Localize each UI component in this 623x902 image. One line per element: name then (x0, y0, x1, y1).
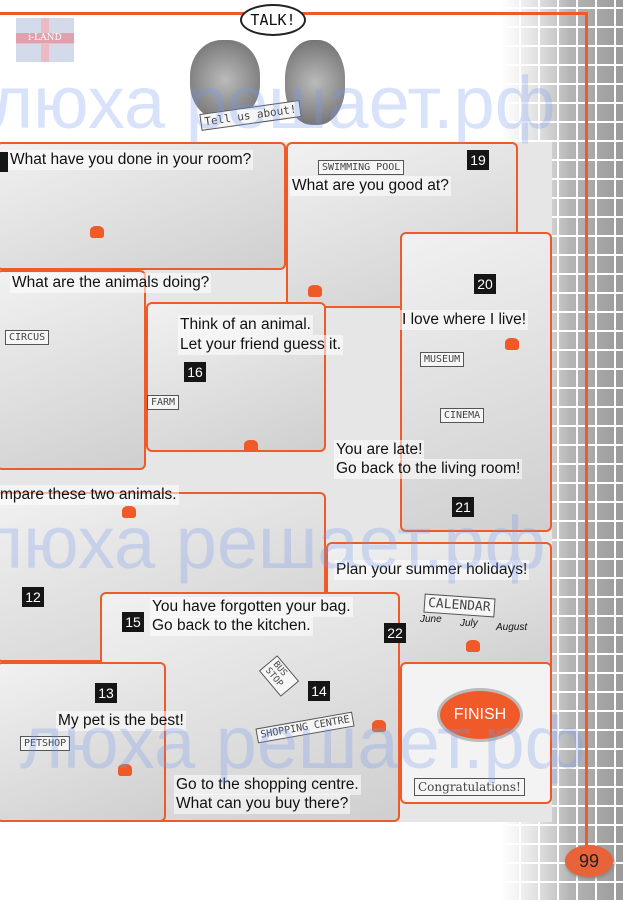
orange-animal-icon (308, 285, 322, 297)
square-22-text: Plan your summer holidays! (334, 560, 530, 580)
orange-animal-icon (122, 506, 136, 518)
talk-sign: TALK! (240, 4, 306, 36)
square-15-line1: You have forgotten your bag. (150, 597, 353, 617)
square-number: 19 (467, 150, 489, 170)
square-19-text: What are you good at? (290, 176, 451, 196)
i-land-logo: i-LAND (16, 18, 74, 62)
orange-animal-icon (372, 720, 386, 732)
square-13-text: My pet is the best! (56, 711, 186, 731)
square-14-line2: What can you buy there? (174, 794, 351, 814)
square-compare-text: mpare these two animals. (0, 485, 179, 505)
calendar-august: August (496, 622, 528, 633)
square-16-line2: Let your friend guess it. (178, 335, 344, 355)
calendar-june: June (420, 614, 442, 625)
orange-animal-icon (466, 640, 480, 652)
farm-sign: FARM (147, 395, 180, 410)
square-room-text: What have you done in your room? (8, 150, 254, 170)
pool-sign: SWIMMING POOL (318, 160, 405, 175)
square-20-text: I love where I live! (400, 310, 529, 330)
square-number: 16 (184, 362, 206, 382)
orange-animal-icon (244, 440, 258, 452)
square-number: 22 (384, 623, 406, 643)
square-21-line1: You are late! (334, 440, 425, 460)
petshop-sign: PETSHOP (20, 736, 71, 751)
square-number: 14 (308, 681, 330, 701)
orange-animal-icon (118, 764, 132, 776)
congratulations-sign: Congratulations! (414, 778, 525, 796)
square-16-line1: Think of an animal. (178, 315, 313, 335)
calendar-july: July (460, 618, 478, 629)
orange-animal-icon (505, 338, 519, 350)
square-number: 12 (22, 587, 44, 607)
square-animals-text: What are the animals doing? (10, 273, 212, 293)
square-number: 20 (474, 274, 496, 294)
finish-sign: FINISH (437, 688, 523, 742)
right-border (585, 12, 588, 847)
square-14-line1: Go to the shopping centre. (174, 775, 361, 795)
circus-panel (0, 270, 146, 470)
square-marker (0, 152, 8, 172)
logo-text: i-LAND (16, 33, 74, 43)
square-number: 15 (122, 612, 144, 632)
square-number: 21 (452, 497, 474, 517)
cinema-sign: CINEMA (440, 408, 485, 423)
square-15-line2: Go back to the kitchen. (150, 616, 313, 636)
circus-sign: CIRCUS (5, 330, 50, 345)
orange-animal-icon (90, 226, 104, 238)
page-number: 99 (565, 845, 613, 877)
square-21-line2: Go back to the living room! (334, 459, 523, 479)
museum-sign: MUSEUM (420, 352, 465, 367)
square-number: 13 (95, 683, 117, 703)
